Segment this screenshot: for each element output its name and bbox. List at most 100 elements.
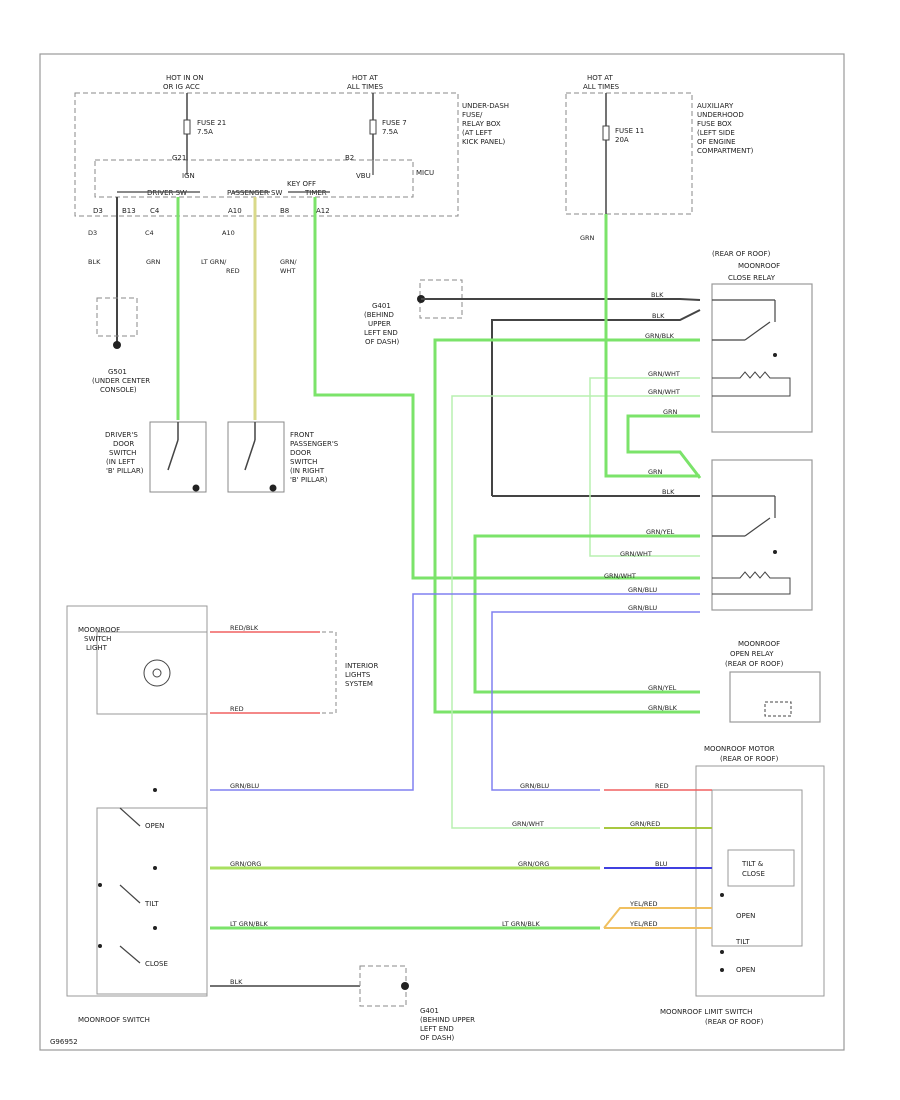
svg-text:MOONROOF: MOONROOF	[738, 262, 780, 270]
wire-grnyel	[473, 534, 700, 694]
driver-switch-label: DRIVER'S DOOR SWITCH (IN LEFT 'B' PILLAR…	[105, 431, 144, 475]
fuse7-amps: 7.5A	[382, 128, 398, 136]
svg-text:(BEHIND: (BEHIND	[364, 311, 394, 319]
svg-text:FRONT: FRONT	[290, 431, 315, 439]
moonroof-motor-assembly	[695, 765, 825, 997]
hot-mid-line1: HOT AT	[352, 74, 379, 82]
wire-grnblu-motor	[491, 611, 700, 791]
limit-open-1: OPEN	[736, 912, 755, 920]
svg-text:VBU: VBU	[356, 172, 371, 180]
svg-text:FUSE BOX: FUSE BOX	[697, 120, 732, 128]
switch-light-bulb-icon	[143, 659, 171, 687]
svg-text:CONSOLE): CONSOLE)	[100, 386, 137, 394]
wire-grnblk	[433, 338, 700, 714]
pin-g21: G21	[172, 154, 186, 162]
moonroof-motor	[711, 789, 803, 947]
wire-label-red-motor: RED	[655, 782, 669, 790]
wire-label-ltgrnblk: LT GRN/BLK	[230, 920, 268, 928]
svg-text:MOONROOF: MOONROOF	[738, 640, 780, 648]
g501-label: G501 (UNDER CENTER CONSOLE)	[92, 368, 150, 394]
wire-label-ltgrnblk-r: LT GRN/BLK	[502, 920, 540, 928]
hot-left-line2: OR IG ACC	[163, 83, 200, 91]
wire-label-red: RED	[230, 705, 244, 713]
wire-label-grnwht4: GRN/WHT	[620, 550, 652, 558]
wire-label-blk2: BLK	[652, 312, 665, 320]
pin-a10: A10	[228, 207, 242, 215]
wire-label-grnorg: GRN/ORG	[230, 860, 261, 868]
svg-text:LEFT END: LEFT END	[364, 329, 398, 337]
limit-tilt: TILT	[735, 938, 750, 946]
svg-text:'B' PILLAR): 'B' PILLAR)	[106, 467, 144, 475]
fuse-11-icon	[602, 125, 610, 141]
underdash-box-label: UNDER-DASH FUSE/ RELAY BOX (AT LEFT KICK…	[462, 102, 509, 146]
tilt-close-line2: CLOSE	[742, 870, 765, 878]
switch-light-label: MOONROOF SWITCH LIGHT	[78, 626, 120, 652]
svg-text:LIGHT: LIGHT	[86, 644, 108, 652]
svg-text:(REAR OF ROOF): (REAR OF ROOF)	[712, 250, 771, 258]
fuse21-label: FUSE 21	[197, 119, 226, 127]
svg-text:G501: G501	[108, 368, 127, 376]
diagram-frame	[39, 53, 845, 1051]
svg-text:SWITCH: SWITCH	[290, 458, 317, 466]
moonroof-open-relay	[729, 671, 821, 723]
wire-label-grnwht-1: GRN/	[280, 258, 297, 266]
moonroof-switch-light-box	[96, 631, 208, 715]
svg-text:(UNDER CENTER: (UNDER CENTER	[92, 377, 150, 385]
wire-label-grnblu3: GRN/BLU	[230, 782, 259, 790]
moonroof-close-relay	[711, 283, 813, 433]
tilt-close-line1: TILT &	[741, 860, 764, 868]
g401-bottom-connector	[359, 965, 407, 1007]
svg-text:(IN RIGHT: (IN RIGHT	[290, 467, 325, 475]
svg-text:UNDER-DASH: UNDER-DASH	[462, 102, 509, 110]
wire-label-blk: BLK	[88, 258, 101, 266]
svg-text:MOONROOF LIMIT SWITCH: MOONROOF LIMIT SWITCH	[660, 1008, 752, 1016]
switch-contact-open: OPEN	[145, 822, 164, 830]
wire-label-grnorg-r: GRN/ORG	[518, 860, 549, 868]
moonroof-switch-box	[66, 605, 208, 997]
svg-text:DOOR: DOOR	[113, 440, 134, 448]
wire-grnwht-timer	[313, 197, 700, 580]
wire-label-grnred-motor: GRN/RED	[630, 820, 660, 828]
svg-text:TIMER: TIMER	[304, 189, 327, 197]
hot-right-line1: HOT AT	[587, 74, 614, 82]
close-relay-coil-icon	[712, 371, 791, 397]
wire-label-grnwht-r: GRN/WHT	[512, 820, 544, 828]
svg-text:PASSENGER SW: PASSENGER SW	[227, 189, 282, 197]
wire-label-grnblk2: GRN/BLK	[648, 704, 678, 712]
g401-bottom-label: G401 (BEHIND UPPER LEFT END OF DASH)	[420, 1007, 475, 1042]
wire-grn-fuse11	[604, 214, 700, 478]
wire-label-redblk: RED/BLK	[230, 624, 259, 632]
close-relay-label: (REAR OF ROOF) MOONROOF CLOSE RELAY	[712, 250, 780, 282]
svg-text:(IN LEFT: (IN LEFT	[106, 458, 135, 466]
wire-label-grnblk: GRN/BLK	[645, 332, 675, 340]
fuse-21-icon	[183, 119, 191, 135]
svg-text:DRIVER'S: DRIVER'S	[105, 431, 138, 439]
wire-label-yelred-2: YEL/RED	[629, 920, 658, 928]
svg-text:KEY OFF: KEY OFF	[287, 180, 316, 188]
svg-text:OPEN RELAY: OPEN RELAY	[730, 650, 774, 658]
limit-switch-label: MOONROOF LIMIT SWITCH (REAR OF ROOF)	[660, 1008, 764, 1026]
hot-mid-line2: ALL TIMES	[347, 83, 384, 91]
wire-label-grn2: GRN	[663, 408, 678, 416]
svg-text:LEFT END: LEFT END	[420, 1025, 454, 1033]
pin-d3: D3	[93, 207, 103, 215]
wire-label-grnblu2: GRN/BLU	[628, 604, 657, 612]
pin-c4: C4	[150, 207, 160, 215]
svg-text:UNDERHOOD: UNDERHOOD	[697, 111, 744, 119]
fuse21-amps: 7.5A	[197, 128, 213, 136]
svg-text:G401: G401	[420, 1007, 439, 1015]
wire-grnwht-relay-link	[589, 377, 700, 557]
fuse11-label: FUSE 11	[615, 127, 644, 135]
passenger-switch-label: FRONT PASSENGER'S DOOR SWITCH (IN RIGHT …	[290, 431, 339, 484]
pin-a10-note: A10	[222, 229, 235, 237]
wire-label-grnwht-2: WHT	[280, 267, 295, 275]
svg-text:PASSENGER'S: PASSENGER'S	[290, 440, 339, 448]
svg-text:SWITCH: SWITCH	[84, 635, 111, 643]
wire-label-blu-motor: BLU	[655, 860, 668, 868]
micu-internal-labels: IGN DRIVER SW PASSENGER SW KEY OFF TIMER…	[147, 172, 371, 197]
svg-text:SWITCH: SWITCH	[109, 449, 136, 457]
pin-b2: B2	[345, 154, 354, 162]
fuse7-label: FUSE 7	[382, 119, 407, 127]
svg-text:(AT LEFT: (AT LEFT	[462, 129, 493, 137]
